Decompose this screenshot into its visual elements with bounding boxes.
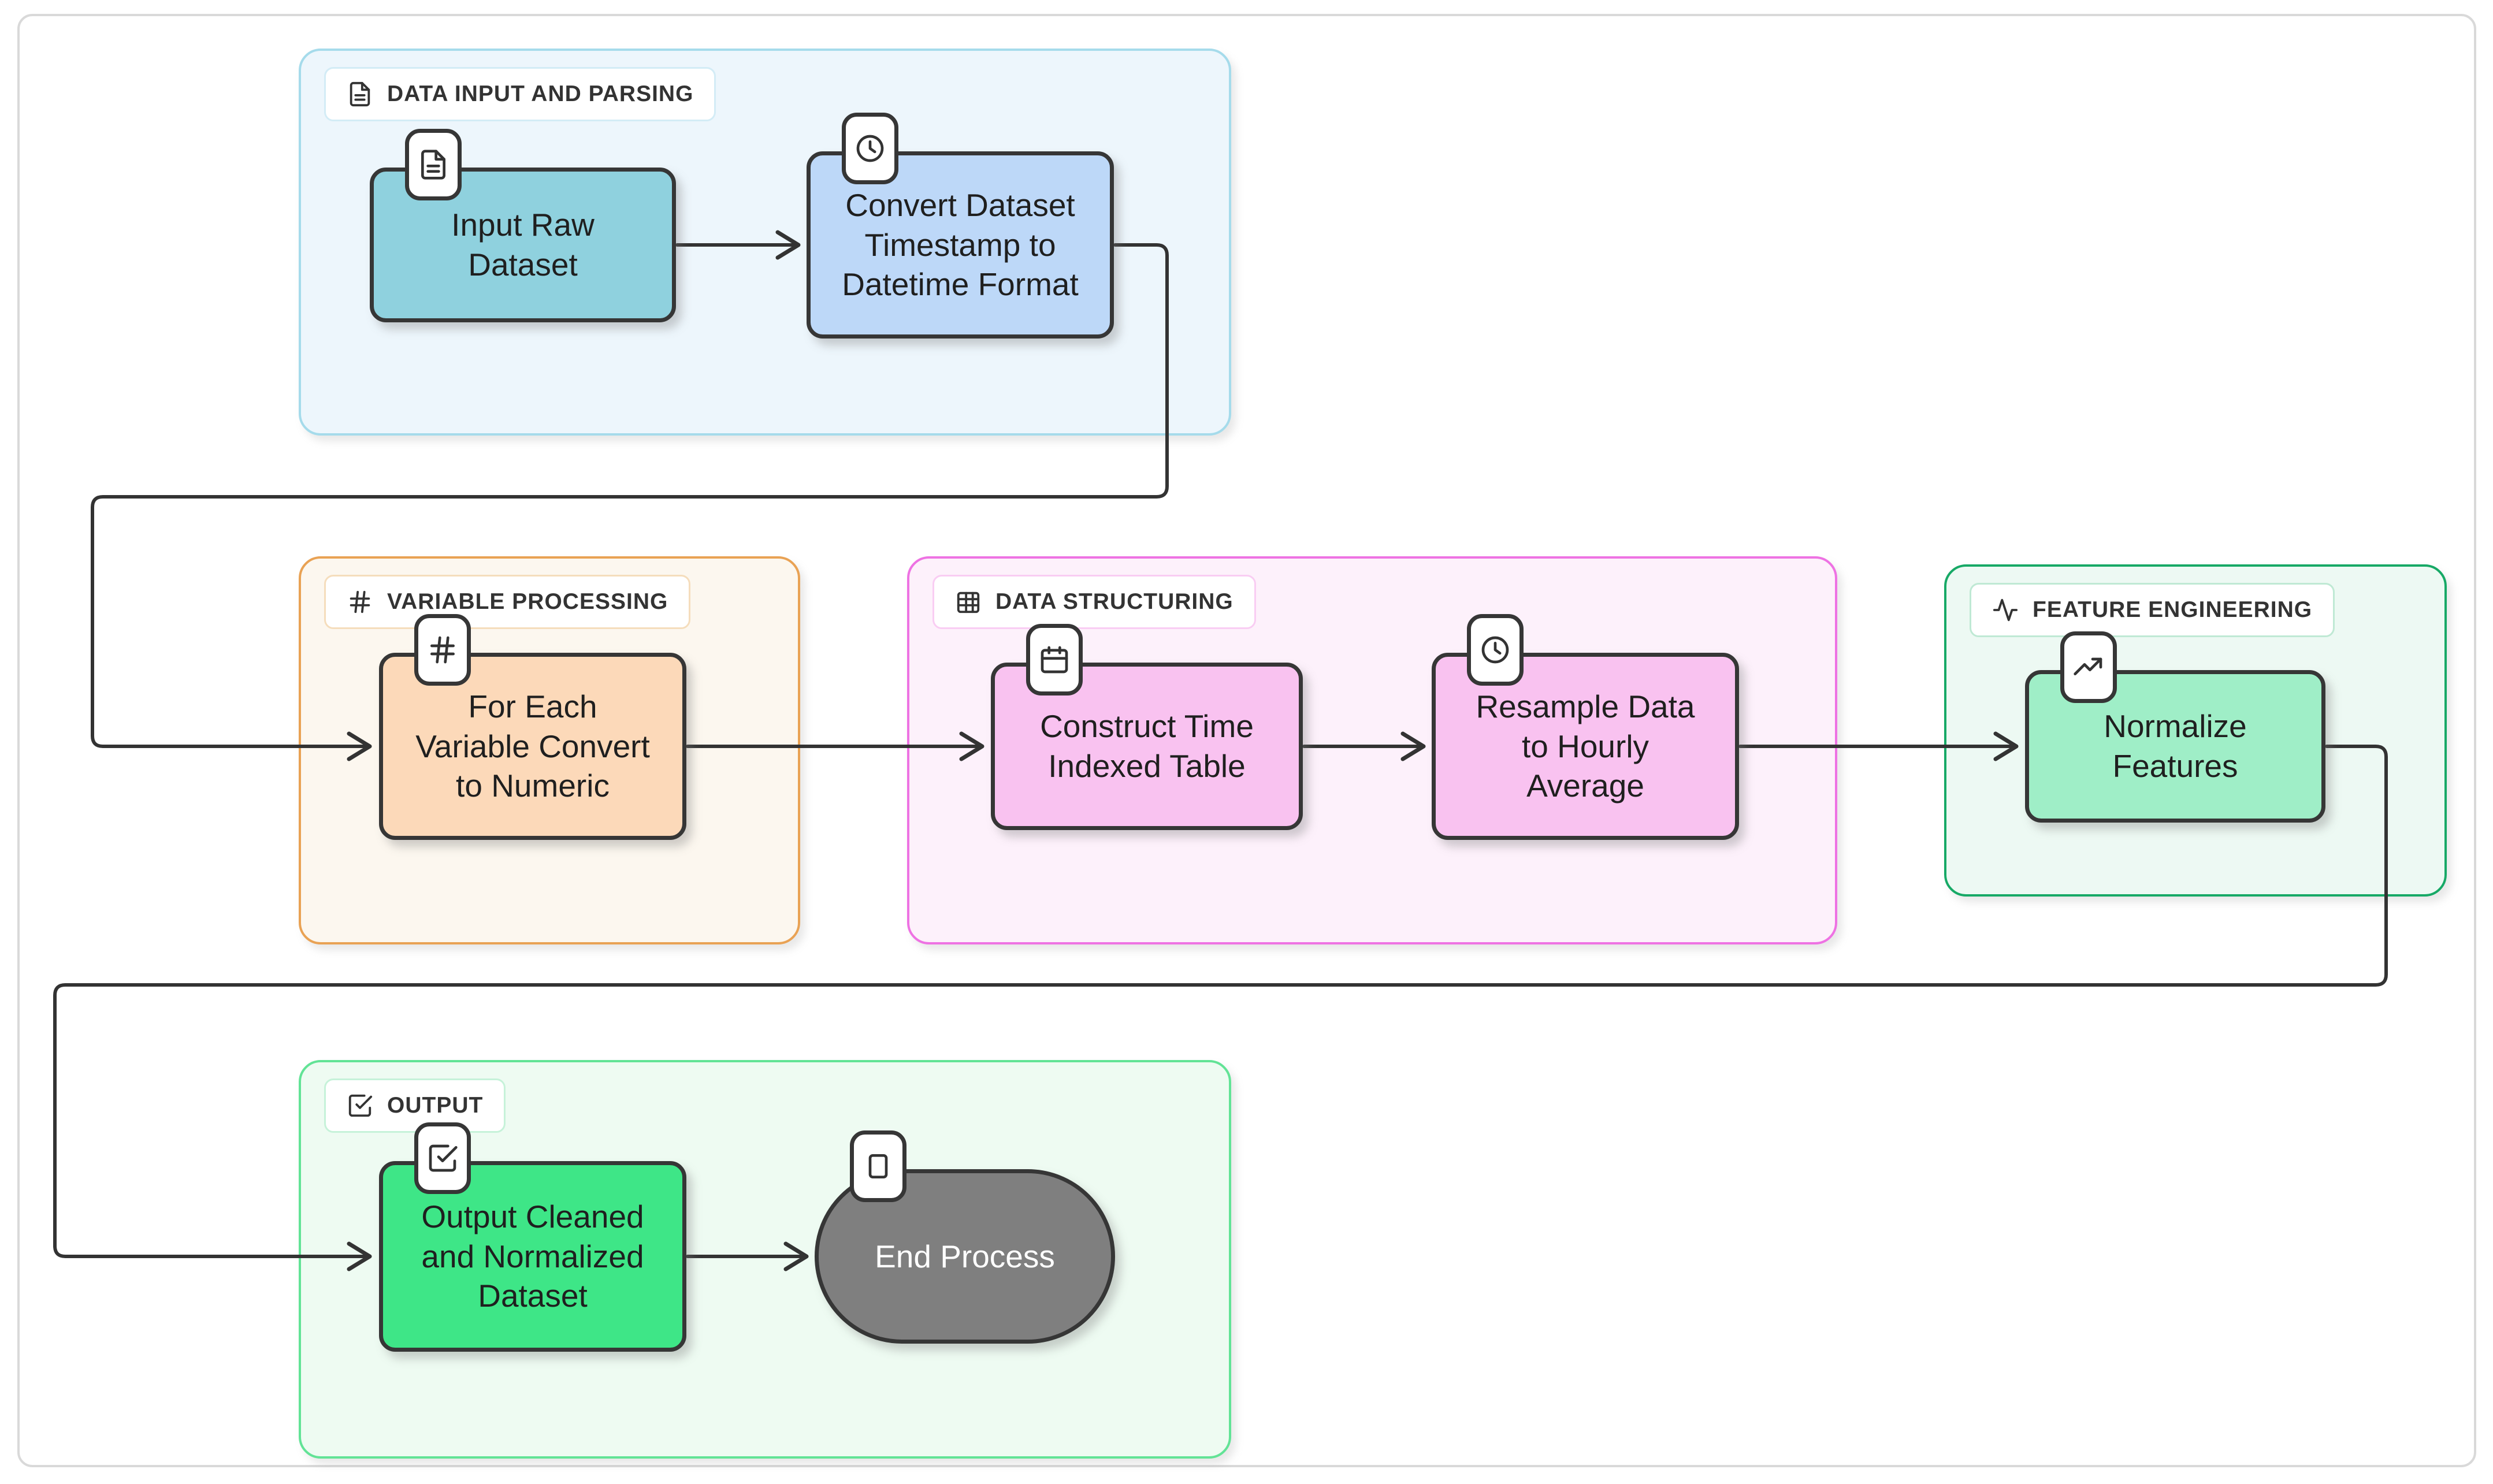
node-label: Output Cleaned and Normalized Dataset xyxy=(421,1198,644,1314)
node-foreach-convert-numeric[interactable]: For Each Variable Convert to Numeric xyxy=(379,614,686,840)
group-label: DATA INPUT AND PARSING xyxy=(387,81,694,106)
node-input-raw-dataset[interactable]: Input Raw Dataset xyxy=(370,129,676,322)
node-icon-badge xyxy=(414,614,471,686)
check-square-icon xyxy=(429,1144,458,1172)
node-icon-badge xyxy=(842,113,898,184)
node-icon-badge xyxy=(414,1122,471,1194)
table-icon xyxy=(957,592,980,613)
group-header-variable-processing: VARIABLE PROCESSING xyxy=(324,575,691,629)
node-label: Resample Data to Hourly Average xyxy=(1476,688,1695,804)
hash-icon xyxy=(350,590,370,613)
group-header-feature-engineering: FEATURE ENGINEERING xyxy=(1970,583,2335,637)
node-label: Convert Dataset Timestamp to Datetime Fo… xyxy=(842,187,1079,303)
node-resample-hourly-average[interactable]: Resample Data to Hourly Average xyxy=(1432,614,1739,840)
node-icon-badge xyxy=(850,1130,906,1202)
group-label: FEATURE ENGINEERING xyxy=(2033,597,2313,622)
group-label: DATA STRUCTURING xyxy=(995,589,1234,614)
calendar-icon xyxy=(1041,646,1068,674)
group-header-data-structuring: DATA STRUCTURING xyxy=(932,575,1256,629)
node-convert-timestamp[interactable]: Convert Dataset Timestamp to Datetime Fo… xyxy=(807,113,1114,339)
square-icon xyxy=(868,1154,888,1178)
group-label: VARIABLE PROCESSING xyxy=(387,589,668,614)
file-text-icon xyxy=(421,150,445,180)
file-text-icon xyxy=(350,81,370,107)
check-square-icon xyxy=(348,1094,373,1117)
node-construct-time-indexed-table[interactable]: Construct Time Indexed Table xyxy=(991,624,1303,830)
clock-icon xyxy=(1481,636,1509,664)
hash-icon xyxy=(430,636,455,664)
node-label: For Each Variable Convert to Numeric xyxy=(415,688,650,804)
node-icon-badge xyxy=(405,129,462,200)
node-label: Input Raw Dataset xyxy=(451,207,595,282)
group-label: OUTPUT xyxy=(387,1093,484,1118)
node-output-cleaned-dataset[interactable]: Output Cleaned and Normalized Dataset xyxy=(379,1122,686,1352)
node-icon-badge xyxy=(2060,631,2117,703)
node-icon-badge xyxy=(1467,614,1524,686)
node-label: Construct Time Indexed Table xyxy=(1040,708,1254,784)
group-header-output: OUTPUT xyxy=(324,1078,506,1133)
node-icon-badge xyxy=(1026,624,1083,695)
node-end-process[interactable]: End Process xyxy=(815,1130,1115,1344)
clock-icon xyxy=(856,135,884,162)
canvas-frame xyxy=(17,14,2476,1467)
activity-icon xyxy=(1993,598,2018,622)
node-normalize-features[interactable]: Normalize Features xyxy=(2025,631,2325,823)
group-header-data-input-and-parsing: DATA INPUT AND PARSING xyxy=(324,67,716,121)
node-label: End Process xyxy=(875,1238,1055,1274)
trending-up-icon xyxy=(2074,657,2102,675)
node-label: Normalize Features xyxy=(2104,708,2247,784)
